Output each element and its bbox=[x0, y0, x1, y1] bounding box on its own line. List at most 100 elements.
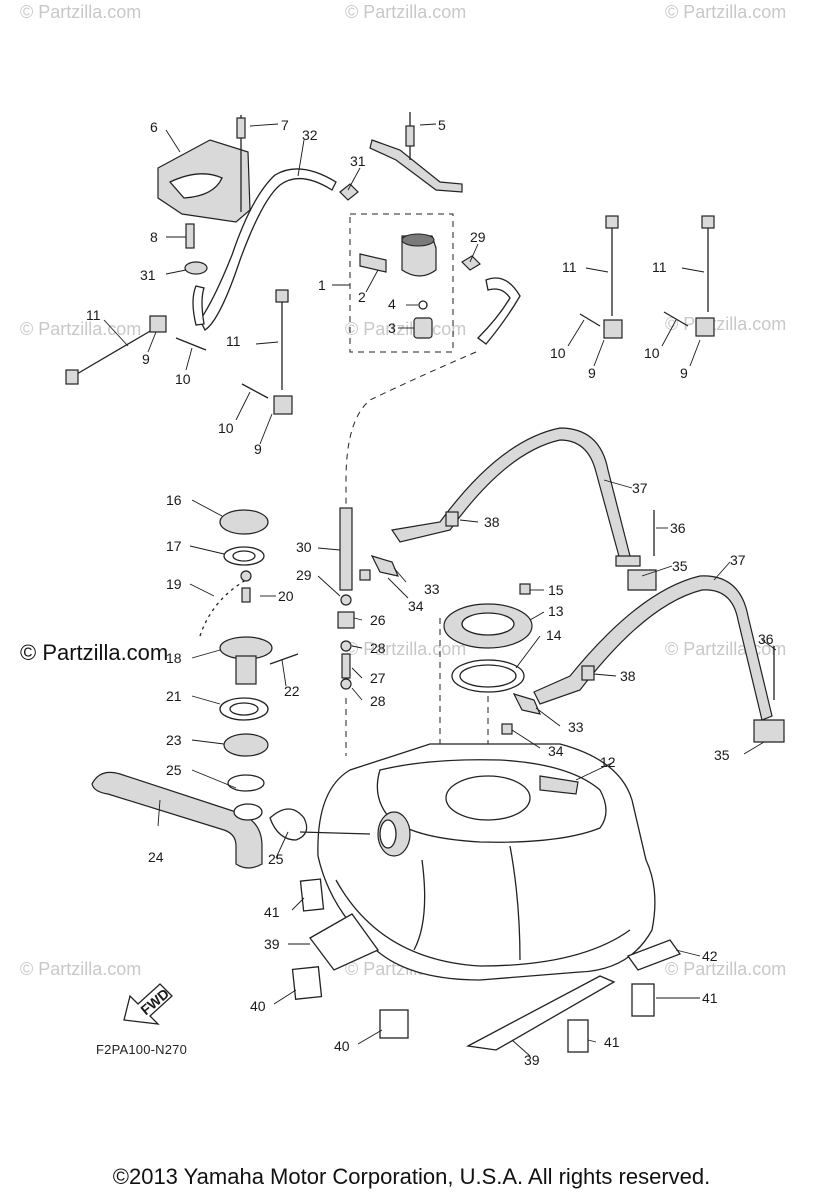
cable-tie-right-a bbox=[579, 215, 623, 339]
callout-8: 8 bbox=[150, 229, 158, 245]
brand-watermark: © Partzilla.com bbox=[20, 640, 168, 665]
watermark: © Partzilla.com bbox=[345, 2, 466, 22]
callout-6: 6 bbox=[150, 119, 158, 135]
callout-37: 37 bbox=[730, 552, 746, 568]
callout-9: 9 bbox=[142, 351, 150, 367]
callout-23: 23 bbox=[166, 732, 182, 748]
tank-strap-upper bbox=[390, 427, 657, 591]
watermark: © Partzilla.com bbox=[665, 314, 786, 334]
callout-1: 1 bbox=[318, 277, 326, 293]
tube bbox=[341, 653, 351, 679]
callout-35: 35 bbox=[672, 558, 688, 574]
copyright-notice: ©2013 Yamaha Motor Corporation, U.S.A. A… bbox=[112, 1164, 711, 1189]
clip bbox=[340, 640, 352, 652]
callout-labels: 1 2 3 4 5 6 7 8 9 9 9 9 10 10 10 10 11 1… bbox=[86, 117, 774, 1068]
fuel-hose-end bbox=[192, 285, 205, 326]
callout-39: 39 bbox=[264, 936, 280, 952]
callout-29: 29 bbox=[470, 229, 486, 245]
callout-21: 21 bbox=[166, 688, 182, 704]
fuel-filter-assembly bbox=[339, 112, 481, 353]
vent-line bbox=[345, 351, 477, 510]
nut bbox=[359, 569, 371, 581]
filler-hose bbox=[91, 771, 308, 869]
callout-29: 29 bbox=[296, 567, 312, 583]
callout-36: 36 bbox=[670, 520, 686, 536]
callout-17: 17 bbox=[166, 538, 182, 554]
clip bbox=[340, 594, 352, 606]
callout-25: 25 bbox=[166, 762, 182, 778]
bolt bbox=[445, 511, 459, 527]
callout-10: 10 bbox=[644, 345, 660, 361]
callout-11: 11 bbox=[652, 259, 667, 275]
callout-38: 38 bbox=[484, 514, 500, 530]
callout-41: 41 bbox=[264, 904, 280, 920]
filler-cap-stack bbox=[199, 509, 299, 792]
label-decal bbox=[567, 1019, 589, 1053]
watermark: © Partzilla.com bbox=[665, 2, 786, 22]
callout-39: 39 bbox=[524, 1052, 540, 1068]
tank-strap-lower bbox=[533, 575, 785, 743]
check-valve bbox=[337, 611, 355, 629]
callout-11: 11 bbox=[226, 333, 241, 349]
callout-25: 25 bbox=[268, 851, 284, 867]
fwd-arrow-icon: FWD bbox=[123, 983, 173, 1025]
watermark: © Partzilla.com bbox=[345, 639, 466, 659]
callout-10: 10 bbox=[550, 345, 566, 361]
clip bbox=[340, 678, 352, 690]
callout-27: 27 bbox=[370, 670, 386, 686]
return-hose bbox=[477, 277, 521, 345]
bolt bbox=[581, 665, 595, 681]
bracket bbox=[370, 555, 400, 577]
cable-tie-left bbox=[65, 315, 207, 385]
vent-tube bbox=[339, 507, 353, 591]
label-decal bbox=[626, 939, 682, 971]
cable-tie-middle bbox=[241, 289, 293, 415]
callout-33: 33 bbox=[568, 719, 584, 735]
label-decal bbox=[379, 1009, 409, 1039]
bracket bbox=[512, 693, 542, 715]
callout-9: 9 bbox=[680, 365, 688, 381]
cable-tie-right-b bbox=[663, 215, 715, 337]
callout-22: 22 bbox=[284, 683, 300, 699]
nut bbox=[519, 583, 531, 595]
callout-37: 37 bbox=[632, 480, 648, 496]
callout-40: 40 bbox=[250, 998, 266, 1014]
watermark: © Partzilla.com bbox=[20, 959, 141, 979]
callout-18: 18 bbox=[166, 650, 182, 666]
callout-34: 34 bbox=[408, 598, 424, 614]
callout-7: 7 bbox=[281, 117, 289, 133]
callout-32: 32 bbox=[302, 127, 318, 143]
callout-42: 42 bbox=[702, 948, 718, 964]
cover-assembly bbox=[157, 115, 251, 275]
warning-decal bbox=[465, 975, 616, 1051]
callout-28: 28 bbox=[370, 640, 386, 656]
callout-11: 11 bbox=[86, 307, 101, 323]
callout-15: 15 bbox=[548, 582, 564, 598]
callout-2: 2 bbox=[358, 289, 366, 305]
callout-16: 16 bbox=[166, 492, 182, 508]
leader-lines bbox=[103, 123, 777, 1057]
callout-35: 35 bbox=[714, 747, 730, 763]
callout-30: 30 bbox=[296, 539, 312, 555]
label-decal bbox=[291, 966, 323, 1000]
callout-36: 36 bbox=[758, 631, 774, 647]
callout-26: 26 bbox=[370, 612, 386, 628]
callout-10: 10 bbox=[175, 371, 191, 387]
callout-11: 11 bbox=[562, 259, 577, 275]
callout-38: 38 bbox=[620, 668, 636, 684]
diagram-code: F2PA100-N270 bbox=[96, 1042, 188, 1057]
callout-3: 3 bbox=[388, 320, 396, 336]
callout-20: 20 bbox=[278, 588, 294, 604]
callout-31: 31 bbox=[350, 153, 366, 169]
callout-41: 41 bbox=[702, 990, 718, 1006]
callout-10: 10 bbox=[218, 420, 234, 436]
label-decal bbox=[631, 983, 655, 1017]
watermark: © Partzilla.com bbox=[20, 319, 141, 339]
callout-14: 14 bbox=[546, 627, 562, 643]
watermark: © Partzilla.com bbox=[20, 2, 141, 22]
callout-19: 19 bbox=[166, 576, 182, 592]
warning-decal bbox=[309, 913, 379, 971]
callout-40: 40 bbox=[334, 1038, 350, 1054]
callout-12: 12 bbox=[600, 754, 616, 770]
